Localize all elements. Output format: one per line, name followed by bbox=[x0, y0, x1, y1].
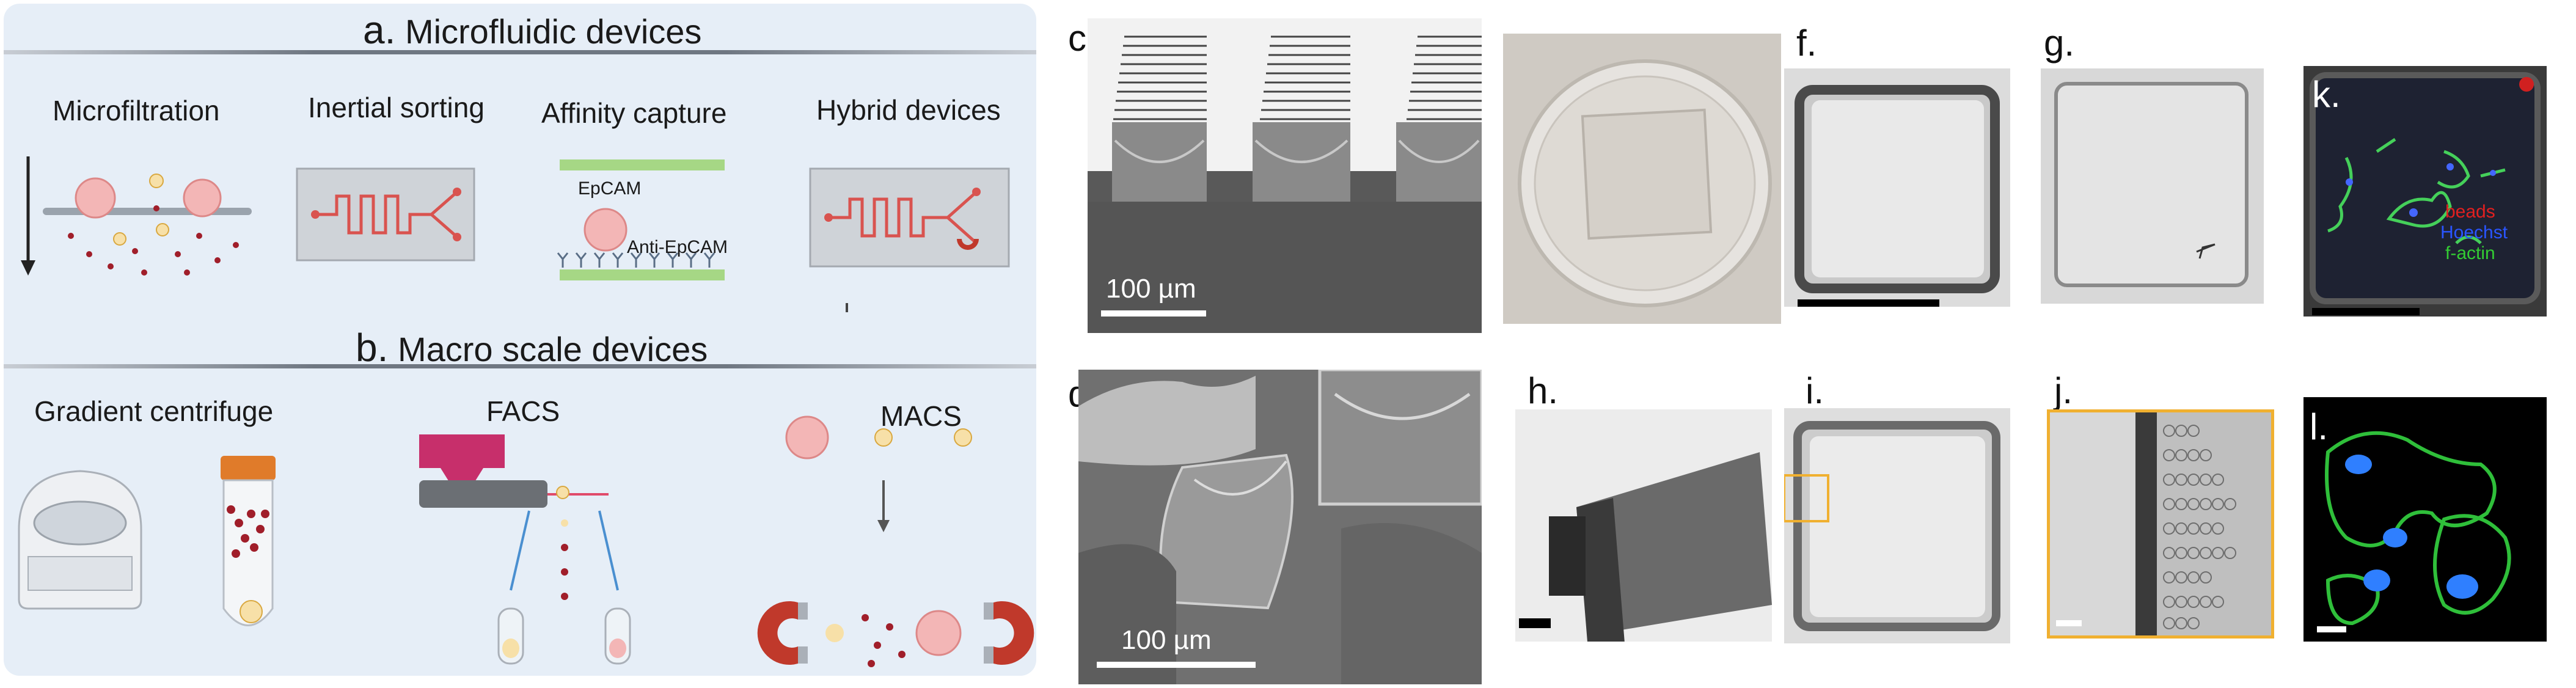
centrifuge-diagram bbox=[18, 456, 276, 626]
panel-c-scale-bar bbox=[1101, 310, 1206, 317]
schematic-drawing bbox=[18, 156, 1034, 667]
label-macs: MACS bbox=[880, 400, 962, 432]
panel-k-scale-bar bbox=[2312, 308, 2420, 315]
section-a-letter: a. bbox=[363, 8, 396, 52]
panel-k-letter: k. bbox=[2312, 74, 2341, 115]
panel-e-device-photo bbox=[1503, 34, 1781, 324]
panel-k-legend-hoechst: Hoechst bbox=[2440, 222, 2508, 243]
sem-comb-3 bbox=[1407, 35, 1482, 120]
panel-c-sem-image: 100 µm bbox=[1088, 18, 1482, 333]
macs-diagram bbox=[757, 415, 1034, 667]
section-a-rule bbox=[4, 50, 1036, 54]
label-anti-epcam: Anti-EpCAM bbox=[627, 237, 728, 257]
panel-k-legend-beads: beads bbox=[2445, 202, 2495, 222]
sem-comb-2 bbox=[1260, 35, 1350, 120]
label-gradient-centrifuge: Gradient centrifuge bbox=[34, 395, 274, 427]
inertial-sorting-diagram bbox=[296, 167, 475, 262]
label-microfiltration: Microfiltration bbox=[53, 95, 220, 126]
schematic-panel: a. Microfluidic devices Microfiltration … bbox=[4, 4, 1036, 676]
label-facs: FACS bbox=[486, 395, 560, 427]
panel-f-letter: f. bbox=[1796, 23, 1817, 64]
panel-h-scale-bar bbox=[1519, 618, 1551, 628]
panel-d-scale-bar bbox=[1097, 662, 1256, 668]
hybrid-devices-diagram bbox=[809, 167, 1010, 312]
section-b-title: b. Macro scale devices bbox=[356, 325, 708, 370]
affinity-capture-diagram bbox=[557, 159, 725, 280]
panel-g-microscopy bbox=[2041, 68, 2264, 304]
panel-j-microscopy bbox=[2047, 409, 2274, 639]
panel-h-microscopy bbox=[1515, 409, 1772, 642]
panel-l-fluorescence: l. bbox=[2303, 397, 2547, 642]
section-b-letter: b. bbox=[356, 326, 389, 370]
panel-k-fluorescence: k. beads Hoechst f-actin bbox=[2303, 66, 2547, 317]
panel-f-microscopy bbox=[1784, 68, 2010, 307]
panel-i-microscopy bbox=[1784, 408, 2010, 643]
label-inertial-sorting: Inertial sorting bbox=[308, 92, 485, 123]
panel-d-sem-image: 100 µm bbox=[1078, 370, 1482, 684]
panel-f-scale-bar bbox=[1798, 299, 1939, 307]
sem-comb-1 bbox=[1113, 35, 1207, 120]
label-affinity-capture: Affinity capture bbox=[541, 97, 727, 129]
facs-diagram bbox=[419, 434, 631, 665]
section-a-title: a. Microfluidic devices bbox=[363, 7, 701, 53]
panel-g-letter: g. bbox=[2044, 23, 2075, 64]
panel-k-legend-actin: f-actin bbox=[2445, 243, 2495, 263]
panel-i-letter: i. bbox=[1806, 370, 1824, 411]
panel-j-letter: j. bbox=[2054, 370, 2073, 411]
panel-j-scale-bar bbox=[2056, 620, 2082, 626]
panel-c-scale-label: 100 µm bbox=[1106, 274, 1196, 304]
microfiltration-diagram bbox=[21, 156, 252, 276]
label-epcam: EpCAM bbox=[578, 178, 642, 199]
panel-l-scale-bar bbox=[2317, 626, 2346, 632]
panel-d-scale-label: 100 µm bbox=[1121, 625, 1212, 655]
section-a-text: Microfluidic devices bbox=[404, 12, 702, 51]
section-b-rule bbox=[4, 364, 1036, 368]
panel-h-letter: h. bbox=[1528, 370, 1559, 411]
label-hybrid-devices: Hybrid devices bbox=[816, 94, 1001, 126]
section-b-text: Macro scale devices bbox=[397, 330, 708, 368]
panel-l-letter: l. bbox=[2310, 406, 2328, 447]
